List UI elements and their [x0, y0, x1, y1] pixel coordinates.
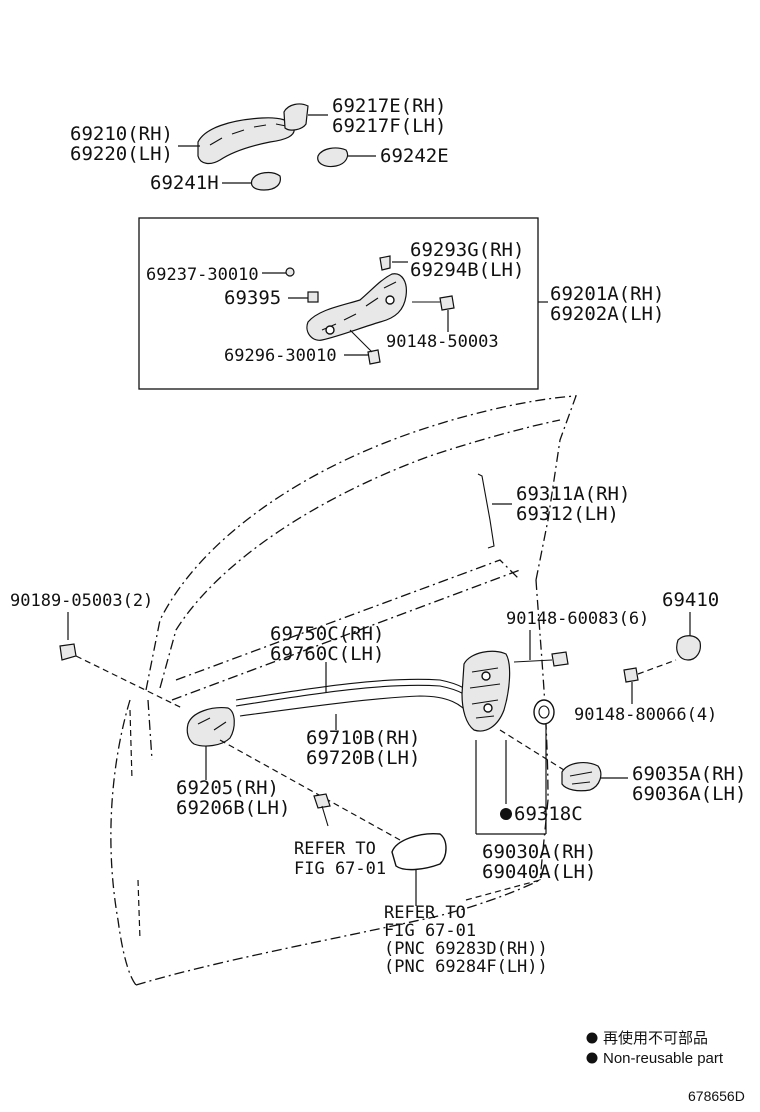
door-pad-69283d	[391, 833, 447, 871]
label-lock-rh: 69030A(RH)	[482, 841, 596, 863]
door-lock	[461, 650, 511, 732]
handle-frame	[306, 273, 407, 341]
legend-en: Non-reusable part	[603, 1050, 724, 1067]
bolt-small	[313, 793, 331, 809]
label-pad-69242e: 69242E	[380, 145, 449, 167]
label-striker-lh: 69036A(LH)	[632, 783, 746, 805]
rod-69311a	[477, 473, 495, 549]
label-refer2-line3: (PNC 69283D(RH))	[384, 939, 548, 959]
filled-circle-icon	[586, 1052, 598, 1064]
label-cable2-rh: 69710B(RH)	[306, 727, 420, 749]
label-handle-outer-rh: 69210(RH)	[70, 123, 173, 145]
label-frame-lh: 69202A(LH)	[550, 303, 664, 325]
label-pad-69241h: 69241H	[150, 172, 219, 194]
rod-group: 69311A(RH) 69312(LH)	[477, 473, 630, 549]
screw-90189	[59, 643, 77, 661]
grommet-69318c	[533, 699, 555, 725]
part-69410	[676, 635, 701, 661]
door-outline	[110, 395, 577, 986]
outer-handle	[197, 117, 295, 165]
handle-frame-box: 69237-30010 69395 90148-50003 69296-3001…	[138, 217, 664, 390]
cable-group: 69750C(RH) 69760C(LH) 69710B(RH) 69720B(…	[235, 623, 477, 769]
label-cap-lh: 69217F(LH)	[332, 115, 446, 137]
inner-handle-group: 69205(RH) 69206B(LH)	[176, 707, 401, 841]
non-reusable-marker	[500, 808, 512, 820]
label-refer2-line1: REFER TO	[384, 903, 466, 923]
label-69294-lh: 69294B(LH)	[410, 259, 524, 281]
inner-handle	[186, 707, 235, 747]
label-90148-60083: 90148-60083(6)	[506, 609, 649, 629]
label-refer2-line4: (PNC 69284F(LH))	[384, 957, 548, 977]
striker-group: 69035A(RH) 69036A(LH)	[561, 762, 746, 805]
filled-circle-icon	[586, 1032, 598, 1044]
legend-jp: 再使用不可部品	[603, 1030, 708, 1047]
clip-69293	[379, 255, 391, 271]
outer-handle-group: 69210(RH) 69220(LH) 69217E(RH) 69217F(LH…	[70, 95, 449, 194]
bolt-90148-60083	[551, 651, 569, 667]
label-cap-rh: 69217E(RH)	[332, 95, 446, 117]
refer1-group: REFER TO FIG 67-01	[294, 793, 386, 879]
label-refer2-line2: FIG 67-01	[384, 921, 476, 941]
label-striker-rh: 69035A(RH)	[632, 763, 746, 785]
label-69318c: 69318C	[514, 803, 583, 825]
label-90148-80066: 90148-80066(4)	[574, 705, 717, 725]
label-inner-rh: 69205(RH)	[176, 777, 279, 799]
pad-69242e	[317, 147, 349, 168]
label-90148-50003: 90148-50003	[386, 332, 499, 352]
label-69237: 69237-30010	[146, 265, 259, 285]
label-cable-lh: 69760C(LH)	[270, 643, 384, 665]
p69410-group: 69410 90148-80066(4)	[574, 589, 719, 725]
label-rod-lh: 69312(LH)	[516, 503, 619, 525]
lock-group: 90148-60083(6) 69318C 69030A(RH) 69040A(…	[461, 609, 649, 883]
screw-90148-80066	[623, 667, 639, 683]
legend: 再使用不可部品 Non-reusable part	[586, 1030, 724, 1067]
label-90189: 90189-05003(2)	[10, 591, 153, 611]
label-lock-lh: 69040A(LH)	[482, 861, 596, 883]
bush-69395	[307, 291, 319, 303]
label-refer1-line2: FIG 67-01	[294, 859, 386, 879]
label-cable-rh: 69750C(RH)	[270, 623, 384, 645]
label-refer1-line1: REFER TO	[294, 839, 376, 859]
label-frame-rh: 69201A(RH)	[550, 283, 664, 305]
label-69293-rh: 69293G(RH)	[410, 239, 524, 261]
label-inner-lh: 69206B(LH)	[176, 797, 290, 819]
label-rod-rh: 69311A(RH)	[516, 483, 630, 505]
label-cable2-lh: 69720B(LH)	[306, 747, 420, 769]
screw-69237	[285, 267, 295, 277]
figure-id: 678656D	[688, 1088, 745, 1104]
cable-69710b	[239, 695, 471, 717]
bolt-69296	[367, 349, 381, 365]
striker-69035a	[561, 762, 602, 792]
pad-69241h	[250, 171, 281, 191]
screw-90189-group: 90189-05003(2)	[10, 591, 183, 709]
refer2-group: REFER TO FIG 67-01 (PNC 69283D(RH)) (PNC…	[384, 833, 548, 977]
handle-cap	[283, 103, 309, 131]
bolt-90148-50003	[439, 295, 455, 311]
label-69395: 69395	[224, 287, 281, 309]
cable-69750c	[235, 678, 477, 701]
label-69410: 69410	[662, 589, 719, 611]
label-handle-outer-lh: 69220(LH)	[70, 143, 173, 165]
label-69296: 69296-30010	[224, 346, 337, 366]
